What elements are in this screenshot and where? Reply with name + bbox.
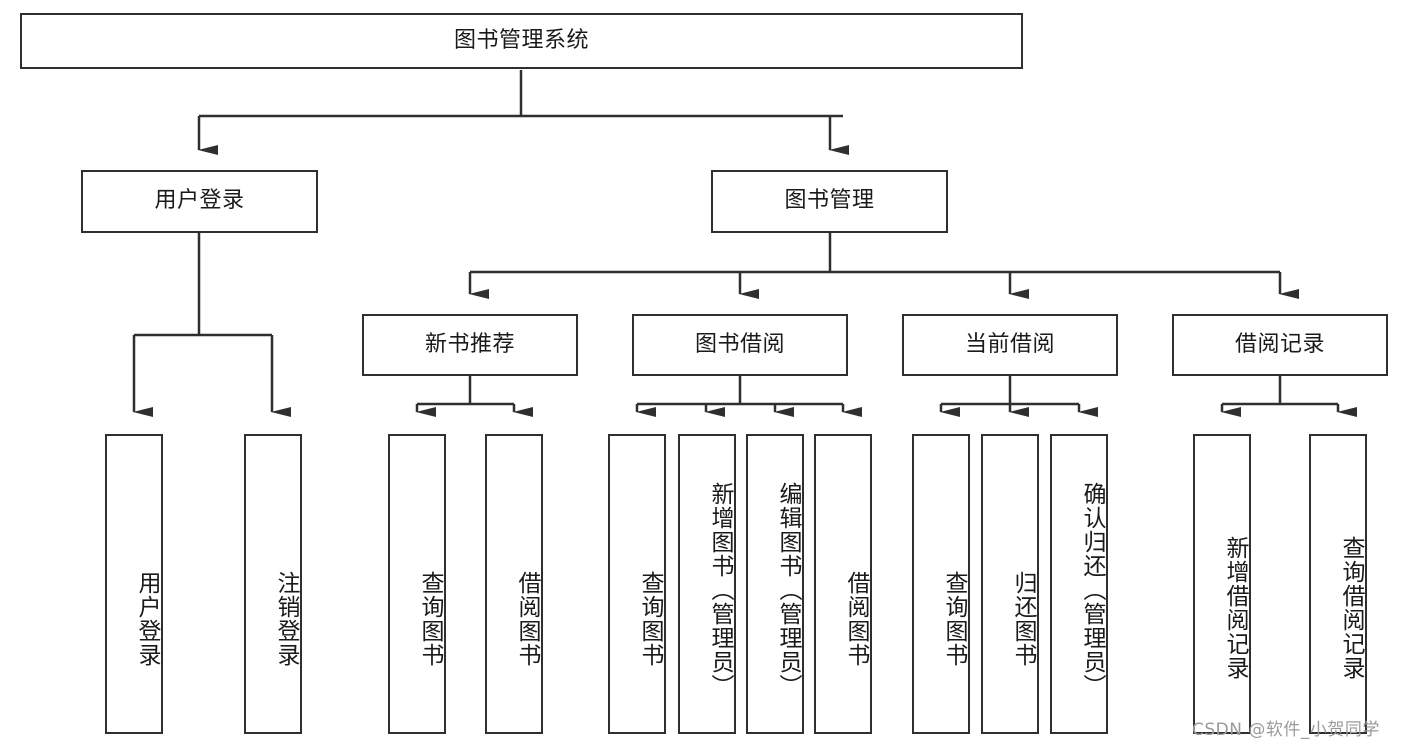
- leaf-borrow-record-query[interactable]: 查询借阅记录: [1309, 434, 1367, 734]
- leaf-book-borrow-borrow[interactable]: 借阅图书: [814, 434, 872, 734]
- csdn-watermark: CSDN @软件_小贺同学: [1192, 720, 1380, 740]
- node-root-label: 图书管理系统: [453, 27, 589, 53]
- leaf-book-borrow-edit[interactable]: 编辑图书（管理员）: [746, 434, 804, 734]
- leaf-label: 编辑图书（管理员）: [775, 482, 801, 698]
- leaf-label: 查询图书: [941, 571, 967, 667]
- node-current-borrow-label: 当前借阅: [964, 331, 1055, 357]
- leaf-borrow-record-add[interactable]: 新增借阅记录: [1193, 434, 1251, 734]
- leaf-label: 确认归还（管理员）: [1079, 482, 1105, 698]
- leaf-label: 归还图书: [1010, 571, 1036, 667]
- leaf-label: 查询图书: [417, 571, 443, 667]
- leaf-new-book-query[interactable]: 查询图书: [388, 434, 446, 734]
- leaf-label: 查询借阅记录: [1338, 536, 1364, 680]
- leaf-current-borrow-return[interactable]: 归还图书: [981, 434, 1039, 734]
- node-current-borrow[interactable]: 当前借阅: [902, 314, 1118, 376]
- leaf-label: 借阅图书: [514, 571, 540, 667]
- leaf-new-book-borrow[interactable]: 借阅图书: [485, 434, 543, 734]
- node-new-book-recommend[interactable]: 新书推荐: [362, 314, 578, 376]
- node-book-borrow-label: 图书借阅: [694, 331, 785, 357]
- node-user-login-label: 用户登录: [154, 188, 245, 214]
- node-user-login[interactable]: 用户登录: [81, 170, 318, 233]
- node-borrow-record[interactable]: 借阅记录: [1172, 314, 1388, 376]
- node-book-management[interactable]: 图书管理: [711, 170, 948, 233]
- leaf-label: 用户登录: [134, 571, 160, 667]
- leaf-label: 注销登录: [273, 571, 299, 667]
- node-book-borrow[interactable]: 图书借阅: [632, 314, 848, 376]
- leaf-book-borrow-add[interactable]: 新增图书（管理员）: [678, 434, 736, 734]
- leaf-current-borrow-confirm[interactable]: 确认归还（管理员）: [1050, 434, 1108, 734]
- leaf-current-borrow-query[interactable]: 查询图书: [912, 434, 970, 734]
- node-borrow-record-label: 借阅记录: [1234, 331, 1325, 357]
- leaf-user-login-logout[interactable]: 注销登录: [244, 434, 302, 734]
- leaf-book-borrow-query[interactable]: 查询图书: [608, 434, 666, 734]
- leaf-label: 借阅图书: [843, 571, 869, 667]
- leaf-user-login-login[interactable]: 用户登录: [105, 434, 163, 734]
- node-book-management-label: 图书管理: [784, 188, 875, 214]
- node-new-book-recommend-label: 新书推荐: [424, 331, 515, 357]
- leaf-label: 新增图书（管理员）: [707, 482, 733, 698]
- node-root[interactable]: 图书管理系统: [20, 13, 1023, 69]
- leaf-label: 新增借阅记录: [1222, 536, 1248, 680]
- leaf-label: 查询图书: [637, 571, 663, 667]
